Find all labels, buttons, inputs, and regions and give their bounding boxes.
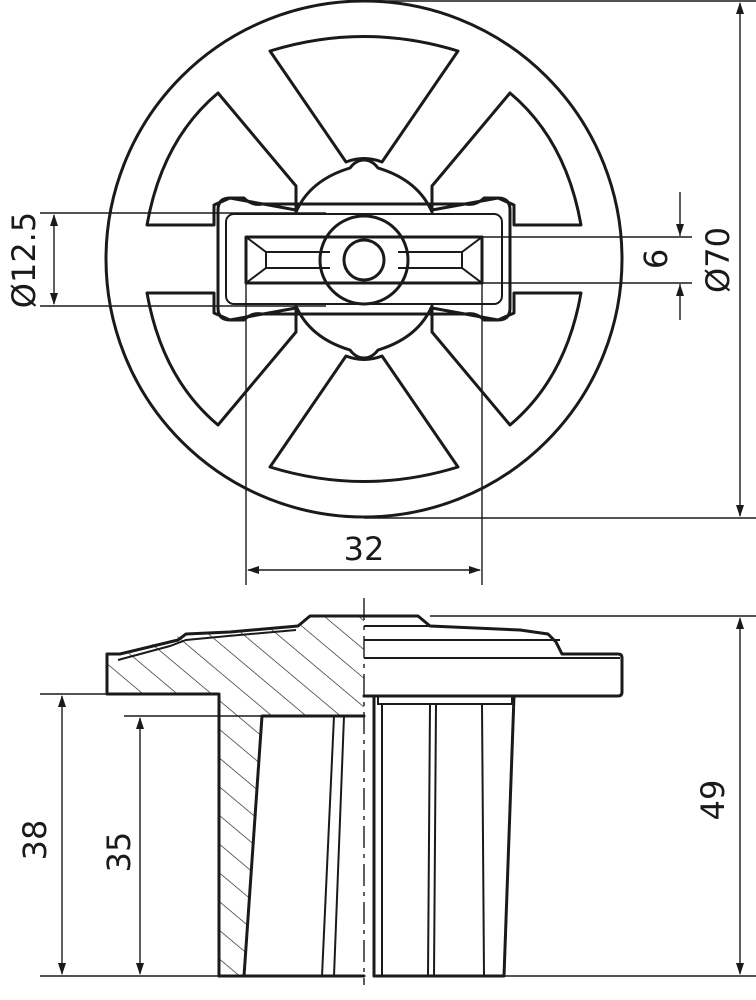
dim-d12-5-label: Ø12.5 (5, 212, 43, 308)
dim-d70-arrow-top (736, 2, 744, 14)
sector-window-top (268, 35, 460, 164)
rib-line-4 (481, 703, 485, 977)
slot-frame (216, 196, 512, 322)
section-top-bevel (117, 629, 297, 661)
central-hub-outline (294, 158, 434, 360)
dim-32-arrow-left (247, 566, 259, 574)
dim-49: 49 (430, 615, 756, 977)
dim-49-arrow-top (736, 617, 744, 629)
slot-inner (225, 213, 503, 305)
dim-d70-arrow-bottom (736, 505, 744, 517)
dim-35-arrow-bottom (136, 963, 144, 975)
key-outer (244, 235, 484, 285)
body-left-rib-b (333, 715, 345, 977)
dim-6-arrow-bottom (676, 284, 684, 296)
dim-6: 6 (480, 192, 692, 320)
dim-32: 32 (245, 283, 483, 585)
section-hatched-region (107, 616, 364, 976)
dim-35-arrow-top (136, 717, 144, 729)
sector-windows (145, 35, 583, 483)
dim-49-label: 49 (694, 780, 732, 821)
dim-35: 35 (100, 715, 262, 975)
key-taper-right (398, 236, 483, 284)
key-taper-left (245, 236, 330, 284)
rib-line-2 (427, 703, 431, 977)
dim-38-arrow-bottom (58, 963, 66, 975)
centre-bore (342, 238, 386, 282)
key-block (244, 235, 484, 285)
dim-49-arrow-bottom (736, 963, 744, 975)
body-right-outline (372, 694, 516, 978)
dim-38: 38 (16, 693, 219, 977)
dim-d70-label: Ø70 (699, 227, 737, 293)
dim-38-arrow-top (58, 695, 66, 707)
hub-ring (318, 214, 410, 306)
dim-d12-5-arrow-top (50, 214, 58, 226)
top-view: Ø12.5 6 Ø70 32 (5, 0, 756, 585)
dim-d12-5-arrow-bottom (50, 293, 58, 305)
dim-6-label: 6 (637, 249, 675, 269)
dim-32-arrow-right (469, 566, 481, 574)
rib-line-3 (433, 703, 437, 977)
body-left-rib-a (321, 715, 335, 977)
dim-32-label: 32 (344, 530, 385, 568)
side-view: 38 35 49 (16, 598, 756, 985)
dim-6-arrow-top (676, 224, 684, 236)
dim-d12-5: Ø12.5 (5, 212, 326, 308)
sector-window-bottom (268, 354, 460, 483)
dim-35-label: 35 (100, 832, 138, 873)
dim-d70: Ø70 (364, 0, 756, 519)
dim-38-label: 38 (16, 820, 54, 861)
outer-disc-outline (104, 0, 624, 519)
body-top-land (377, 695, 513, 705)
flange-right-outline (362, 614, 624, 698)
